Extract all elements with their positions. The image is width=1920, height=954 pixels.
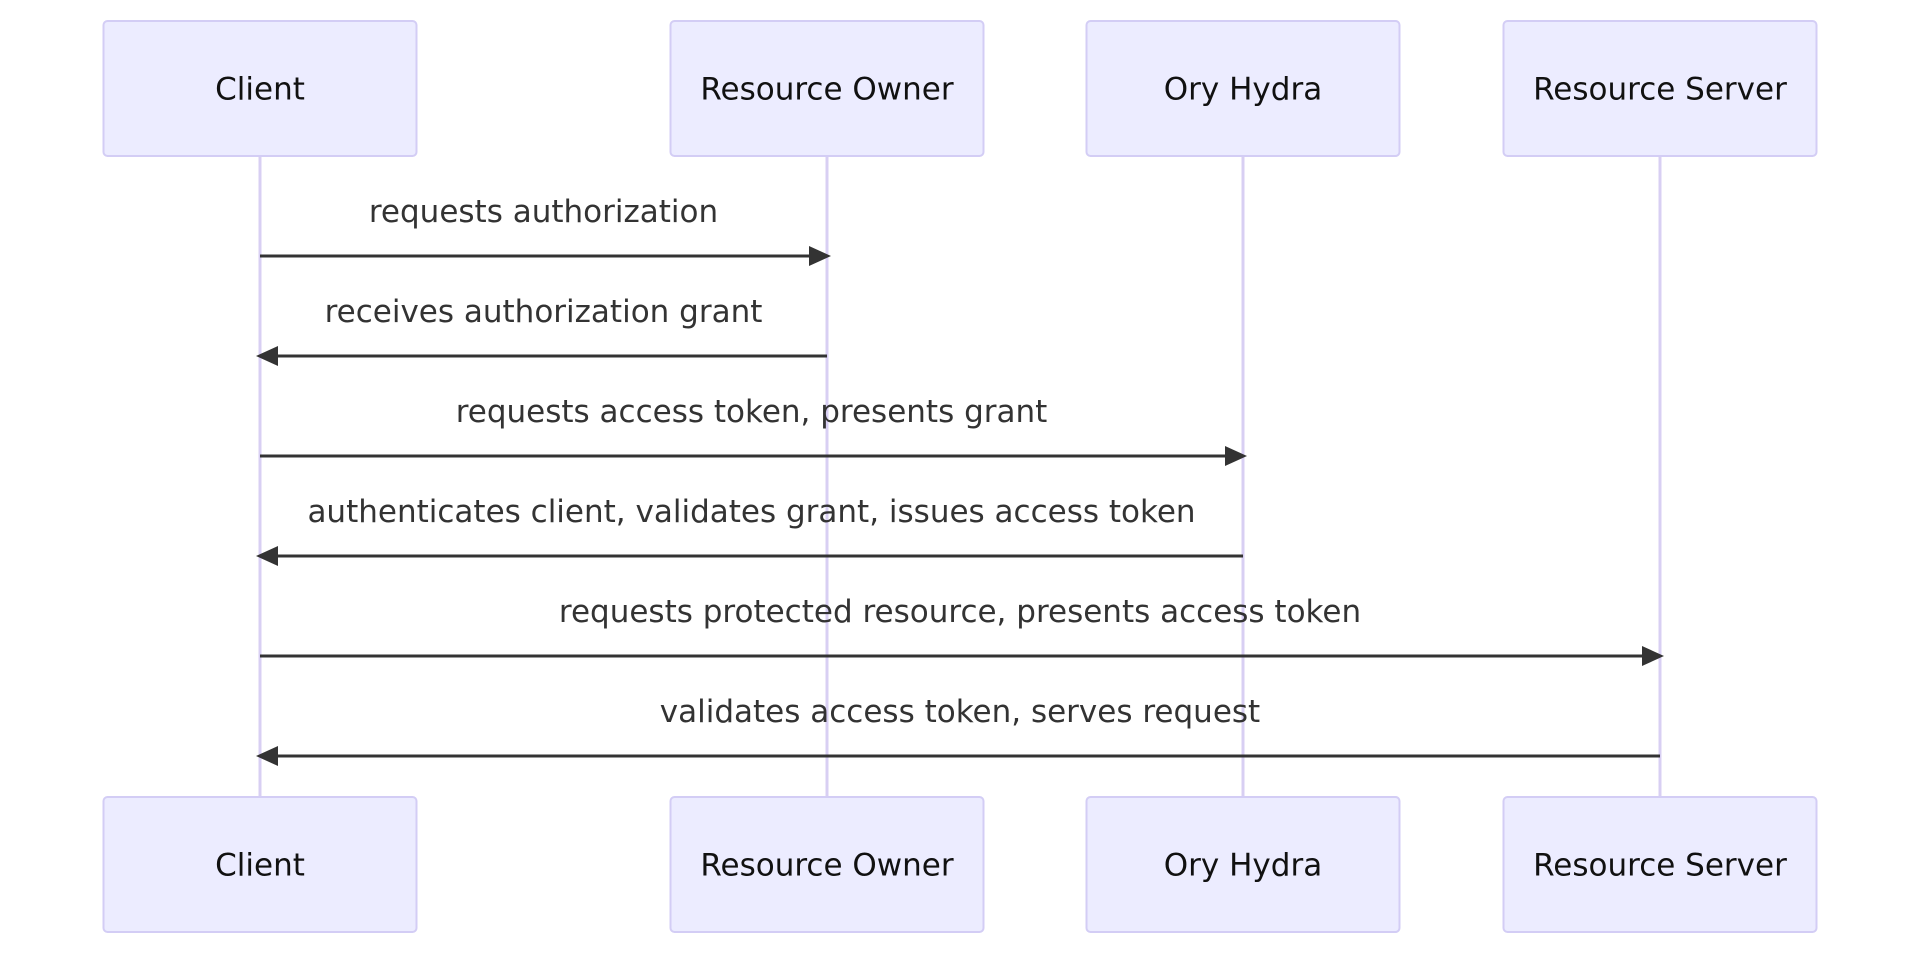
message-label: requests access token, presents grant [456, 394, 1048, 430]
participant-hydra-bottom: Ory Hydra [1085, 796, 1401, 933]
messages: requests authorization receives authoriza… [256, 194, 1664, 766]
participant-client-top: Client [102, 20, 418, 157]
participant-box [669, 20, 985, 157]
message-2: receives authorization grant [256, 294, 827, 366]
participant-label: Ory Hydra [1164, 848, 1322, 884]
participant-box [1085, 20, 1401, 157]
arrowhead-icon [256, 346, 278, 366]
participant-client-bottom: Client [102, 796, 418, 933]
participant-label: Resource Server [1533, 72, 1787, 108]
participant-label: Resource Owner [700, 848, 953, 884]
arrowhead-icon [809, 246, 831, 266]
participant-label: Client [215, 72, 305, 108]
participant-label: Client [215, 848, 305, 884]
participant-box [1502, 20, 1818, 157]
message-3: requests access token, presents grant [260, 394, 1247, 466]
participant-box [102, 20, 418, 157]
participant-hydra-top: Ory Hydra [1085, 20, 1401, 157]
participant-server-bottom: Resource Server [1502, 796, 1818, 933]
message-1: requests authorization [260, 194, 831, 266]
participant-box [669, 796, 985, 933]
message-label: receives authorization grant [325, 294, 763, 330]
message-6: validates access token, serves request [256, 694, 1660, 766]
participant-label: Ory Hydra [1164, 72, 1322, 108]
participant-box [102, 796, 418, 933]
message-label: requests protected resource, presents ac… [559, 594, 1361, 630]
participant-owner-bottom: Resource Owner [669, 796, 985, 933]
message-4: authenticates client, validates grant, i… [256, 494, 1243, 566]
participant-box [1502, 796, 1818, 933]
arrowhead-icon [256, 746, 278, 766]
message-5: requests protected resource, presents ac… [260, 594, 1664, 666]
participant-label: Resource Server [1533, 848, 1787, 884]
participant-owner-top: Resource Owner [669, 20, 985, 157]
message-label: authenticates client, validates grant, i… [307, 494, 1195, 530]
message-label: requests authorization [369, 194, 718, 230]
arrowhead-icon [1225, 446, 1247, 466]
participant-label: Resource Owner [700, 72, 953, 108]
lifelines [258, 156, 1662, 797]
arrowhead-icon [256, 546, 278, 566]
arrowhead-icon [1642, 646, 1664, 666]
message-label: validates access token, serves request [660, 694, 1260, 730]
participant-box [1085, 796, 1401, 933]
participant-server-top: Resource Server [1502, 20, 1818, 157]
